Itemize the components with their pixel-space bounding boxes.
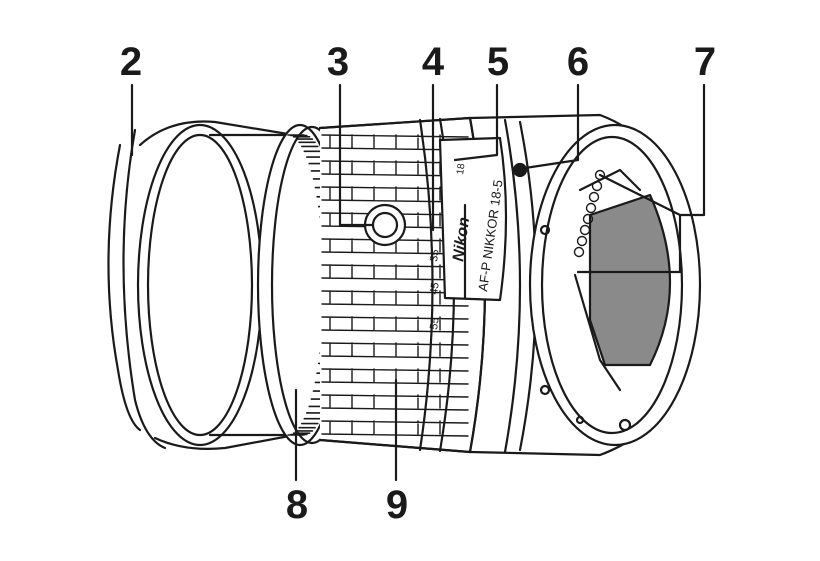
electrical-contact — [585, 202, 597, 214]
electrical-contact — [573, 246, 585, 258]
electrical-contact — [582, 213, 594, 225]
brand-marking: Nikon — [450, 216, 473, 263]
callout-4: 4 — [421, 40, 445, 84]
callout-6: 6 — [566, 40, 590, 84]
electrical-contact — [576, 235, 588, 247]
focal-18-marking: 18 — [455, 162, 468, 175]
electrical-contact — [588, 191, 600, 203]
lens-body — [438, 113, 702, 457]
callout-9: 9 — [385, 483, 409, 527]
callout-2: 2 — [119, 40, 143, 84]
mount-index-dot — [512, 162, 528, 178]
callout-5: 5 — [486, 40, 510, 84]
callout-7: 7 — [693, 40, 717, 84]
focal-45-marking: 45 — [428, 282, 442, 296]
callout-3: 3 — [326, 40, 350, 84]
focal-55-marking: 55 — [428, 317, 442, 331]
callout-8: 8 — [285, 483, 309, 527]
leader-lines — [130, 83, 706, 482]
electrical-contact — [579, 224, 591, 236]
focal-35-marking: 35 — [428, 249, 442, 263]
